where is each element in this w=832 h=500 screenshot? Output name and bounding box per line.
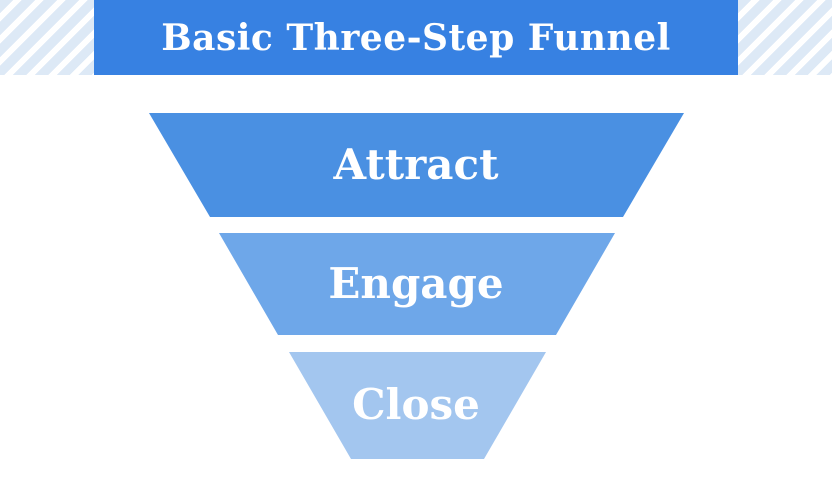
page-title: Basic Three-Step Funnel [161,16,671,59]
funnel-step-attract: Attract [149,113,684,217]
funnel-step-attract-shape [149,113,684,217]
stripe-decoration-left [0,0,94,75]
funnel-step-close-shape [289,352,546,459]
funnel-step-engage: Engage [219,233,615,335]
funnel-step-attract-label: Attract [333,140,500,189]
title-bar: Basic Three-Step Funnel [94,0,738,75]
stripe-decoration-right [738,0,832,75]
funnel-step-engage-label: Engage [328,259,503,308]
funnel-step-engage-shape [219,233,615,335]
funnel-step-close: Close [289,352,546,459]
funnel-step-close-label: Close [352,380,480,429]
